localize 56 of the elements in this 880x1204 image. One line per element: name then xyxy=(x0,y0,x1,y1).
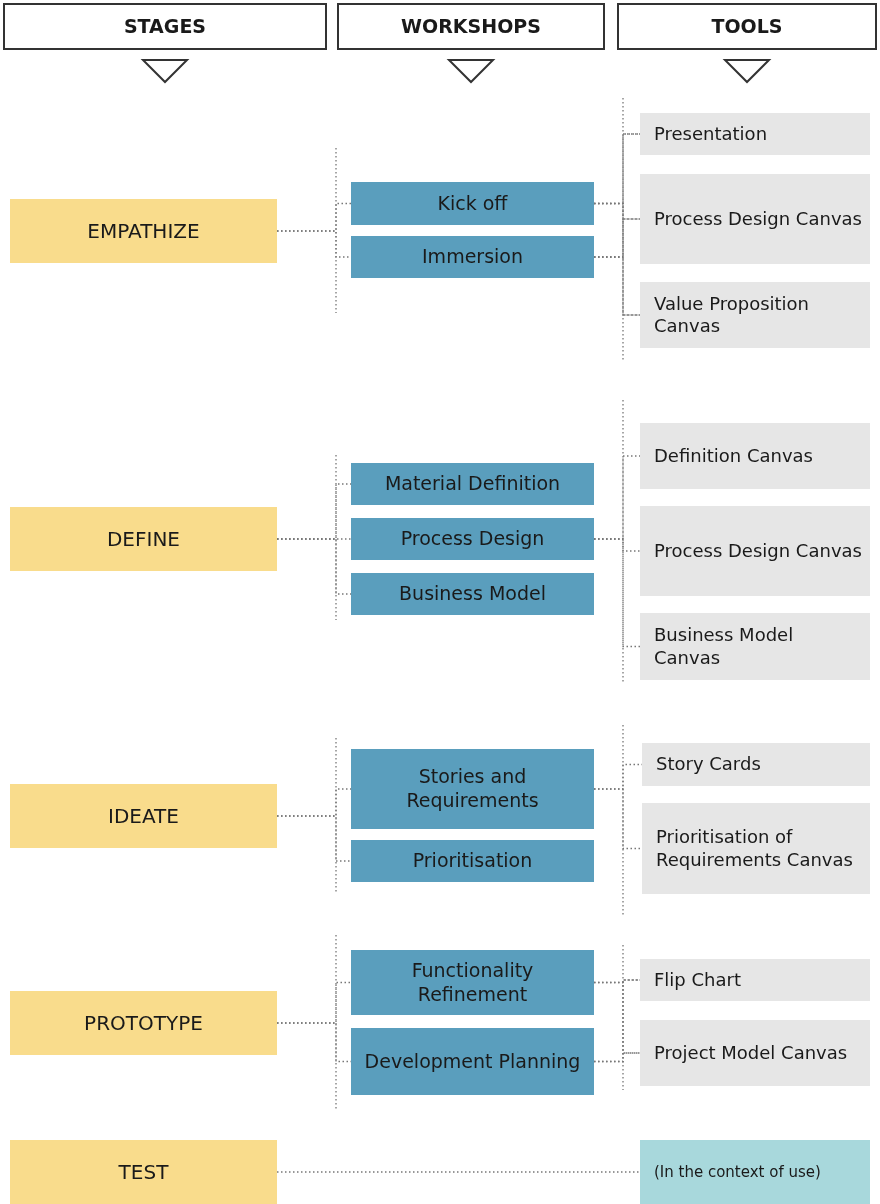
tool-label: Value Proposition Canvas xyxy=(654,292,810,338)
tool-box xyxy=(640,282,870,348)
workshop-label: Material Definition xyxy=(384,472,561,496)
workshop-box xyxy=(351,840,594,882)
tool-box xyxy=(640,423,870,489)
workshop-box xyxy=(351,518,594,560)
column-header xyxy=(337,3,605,50)
stage-box xyxy=(10,991,277,1055)
column-header xyxy=(3,3,327,50)
tool-box xyxy=(640,506,870,596)
tool-label: (In the context of use) xyxy=(654,1162,821,1182)
workshop-box xyxy=(351,749,594,829)
header-label: WORKSHOPS xyxy=(401,14,541,39)
tool-box xyxy=(642,803,870,894)
header-label: TOOLS xyxy=(711,14,783,39)
tool-box xyxy=(642,743,870,786)
tool-label: Business Model Canvas xyxy=(654,624,795,669)
stage-box xyxy=(10,784,277,848)
tool-label: Definition Canvas xyxy=(654,444,813,468)
workshop-label: Immersion xyxy=(422,245,523,269)
stage-box xyxy=(10,199,277,263)
stage-box xyxy=(10,1140,277,1204)
tool-label: Presentation xyxy=(654,122,768,146)
stage-label: PROTOTYPE xyxy=(84,1010,203,1036)
workshop-box xyxy=(351,573,594,615)
workshop-label: Business Model xyxy=(399,582,546,606)
stage-box xyxy=(10,507,277,571)
header-label: STAGES xyxy=(123,14,207,39)
stage-label: TEST xyxy=(118,1159,169,1185)
workshop-box xyxy=(351,1028,594,1095)
tool-label: Story Cards xyxy=(656,753,761,776)
workshop-label: Kick off xyxy=(437,191,508,216)
tool-box xyxy=(640,1020,870,1086)
tool-box xyxy=(640,174,870,264)
stage-label: IDEATE xyxy=(108,803,179,829)
tool-label: Project Model Canvas xyxy=(654,1041,848,1065)
tool-box xyxy=(640,1140,870,1204)
column-header xyxy=(617,3,877,50)
workshop-label: Prioritisation xyxy=(412,849,533,873)
tool-box xyxy=(640,113,870,155)
workshop-label: Development Planning xyxy=(364,1049,581,1074)
workshop-label: Stories and Requirements xyxy=(405,765,540,813)
stage-label: EMPATHIZE xyxy=(87,218,200,244)
workshop-box xyxy=(351,463,594,505)
tool-label: Process Design Canvas xyxy=(654,207,862,231)
workshop-label: Functionality Refinement xyxy=(410,958,535,1007)
stage-label: DEFINE xyxy=(106,526,180,552)
tool-box xyxy=(640,613,870,680)
tool-label: Process Design Canvas xyxy=(654,539,862,563)
workshop-box xyxy=(351,236,594,278)
tool-box xyxy=(640,959,870,1001)
tool-label: Flip Chart xyxy=(654,968,741,992)
workshop-label: Process Design xyxy=(400,527,545,551)
tool-label: Prioritisation of Requirements Canvas xyxy=(656,826,854,871)
workshop-box xyxy=(351,950,594,1015)
workshop-box xyxy=(351,182,594,225)
